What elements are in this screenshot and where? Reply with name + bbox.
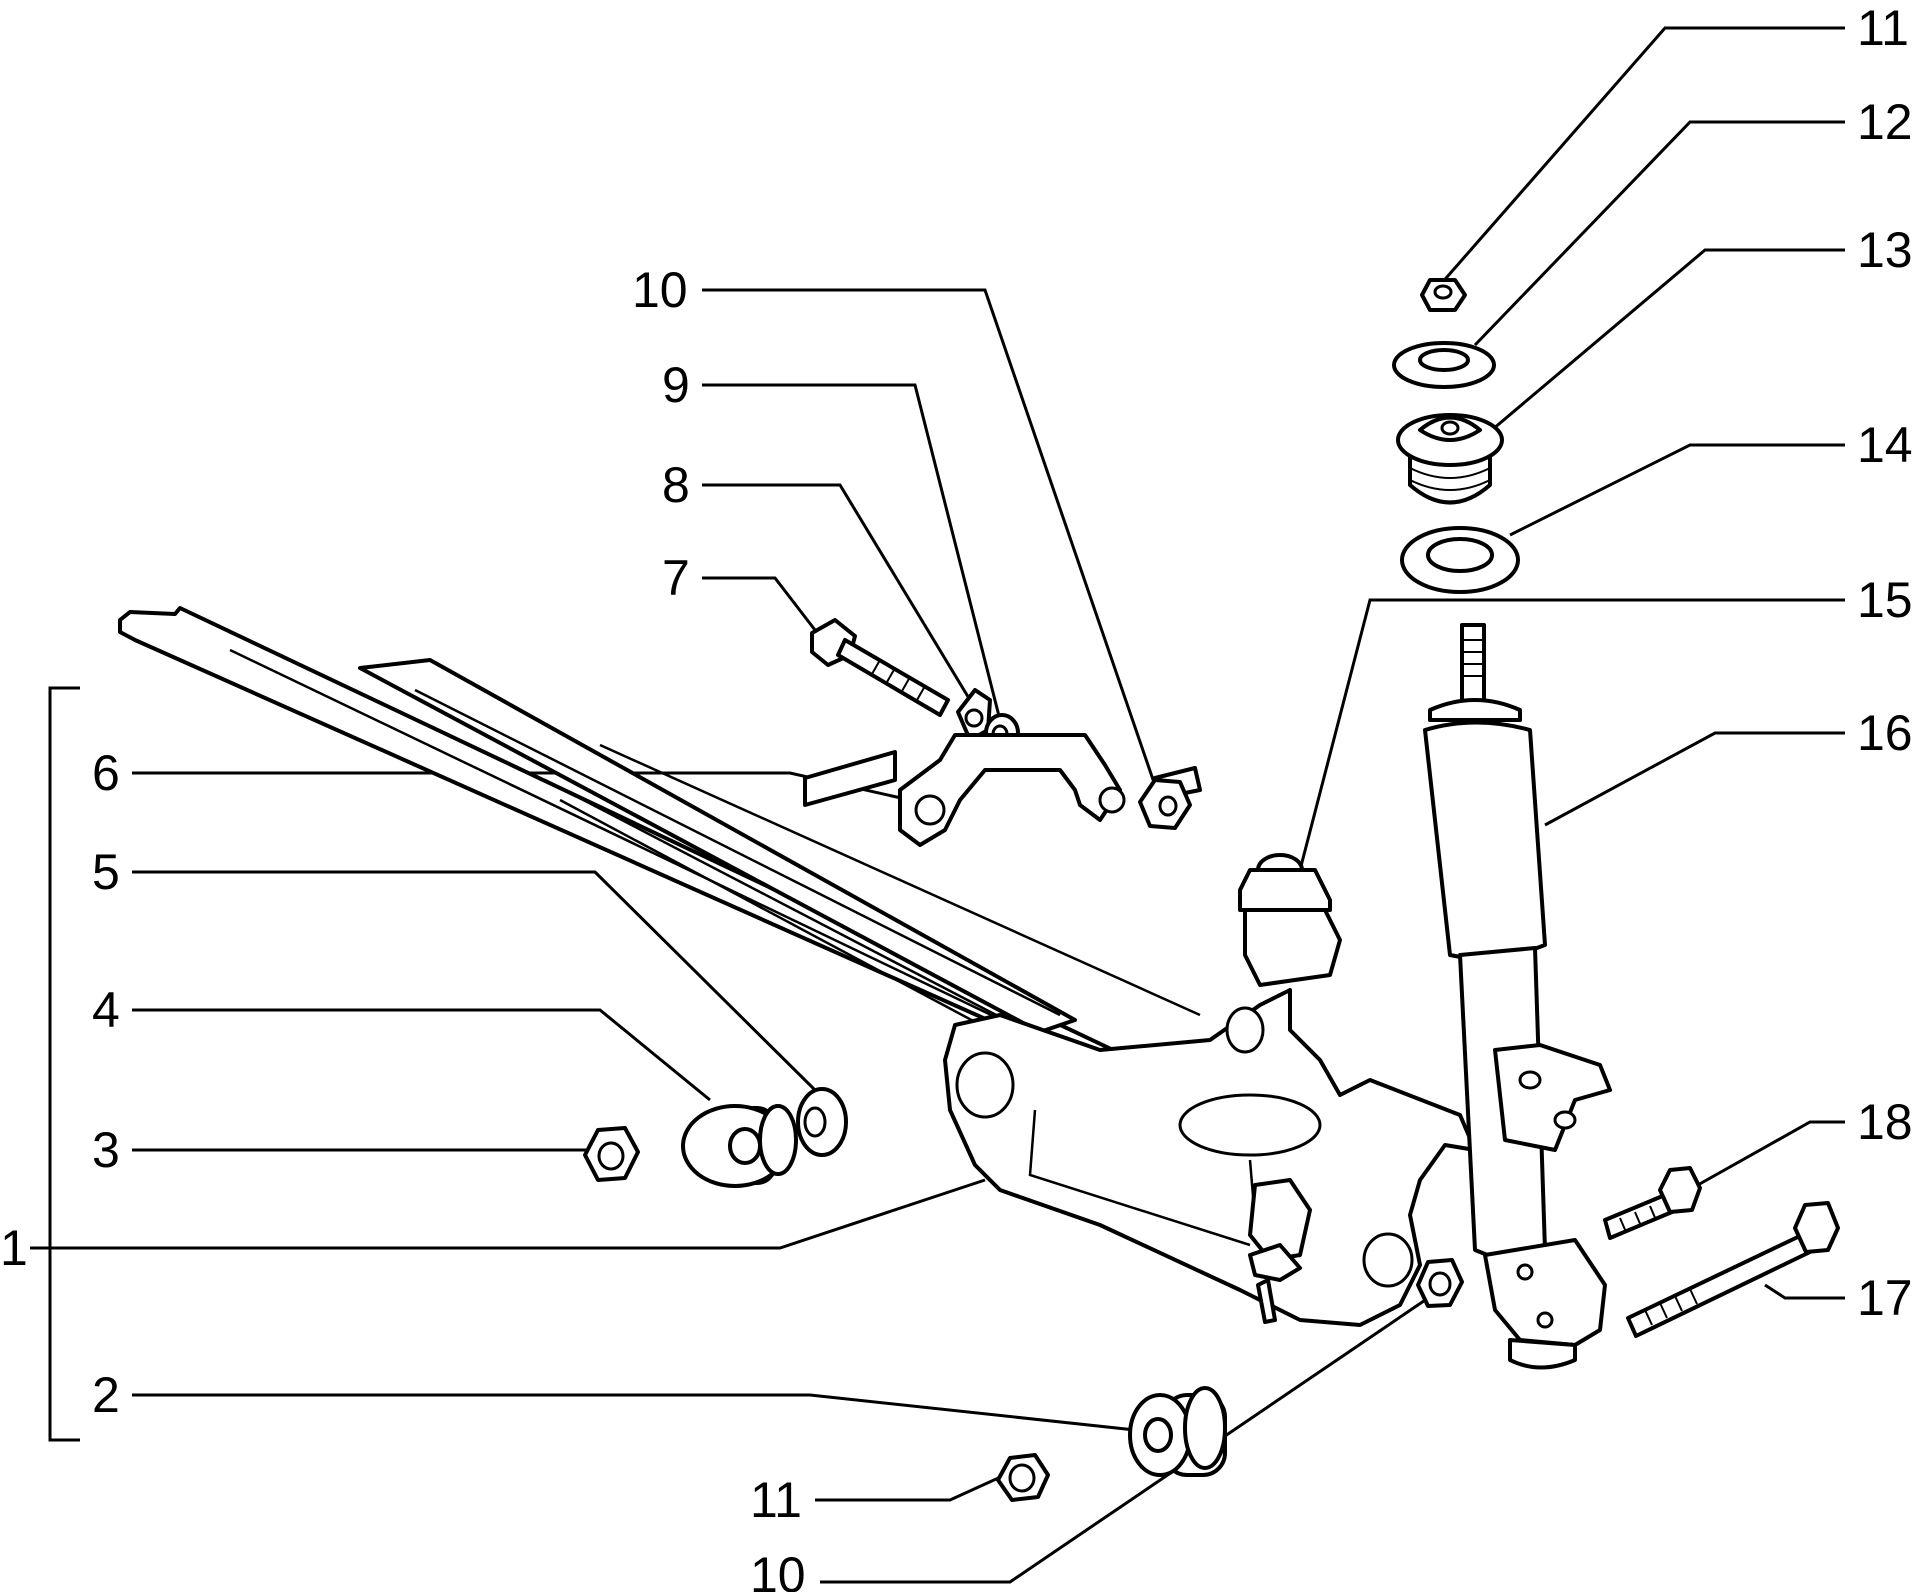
leader-1: [30, 1178, 986, 1250]
leader-15: [1298, 598, 1845, 871]
part-13-top-mount: [1396, 413, 1504, 505]
leader-13: [1479, 248, 1845, 442]
callout-6: 6: [92, 745, 120, 801]
leader-10-top: [702, 288, 1162, 801]
leader-17: [1764, 1283, 1845, 1300]
leader-5: [132, 870, 817, 1092]
leader-2: [132, 1393, 1136, 1432]
leader-16: [1544, 731, 1845, 827]
leader-10-bottom: [820, 1288, 1441, 1584]
part-12-cup-washer: [1392, 341, 1496, 389]
leader-4: [132, 1008, 711, 1102]
callout-11-top: 11: [1857, 0, 1909, 56]
callout-12: 12: [1857, 94, 1913, 150]
callout-15: 15: [1857, 572, 1913, 628]
leader-7: [702, 576, 817, 631]
leader-18: [1679, 1120, 1845, 1197]
part-11-nut-top: [1420, 278, 1467, 312]
leader-14: [1509, 443, 1845, 537]
callout-8: 8: [662, 457, 690, 513]
callout-10-top: 10: [632, 262, 688, 318]
part-7-bolt: [810, 618, 950, 717]
part-17-bolt: [1626, 1201, 1840, 1338]
part-2-bushing: [1128, 1386, 1227, 1477]
leader-11-top: [1438, 26, 1845, 286]
leader-1-bracket: [48, 686, 80, 1442]
part-15-bump-stop: [1238, 853, 1342, 987]
part-6-link: [803, 733, 1202, 847]
callout-1: 1: [0, 1220, 28, 1276]
part-18-bolt: [1603, 1166, 1702, 1240]
leader-11-bottom: [815, 1473, 1006, 1502]
part-1-control-arm: [943, 988, 1477, 1327]
callout-7: 7: [662, 550, 690, 606]
part-11-nut-bottom: [996, 1453, 1050, 1502]
leader-9: [702, 383, 1002, 721]
callout-5: 5: [92, 844, 120, 900]
callout-14: 14: [1857, 417, 1913, 473]
part-4-bushing: [681, 1104, 798, 1188]
callout-16: 16: [1857, 705, 1913, 761]
callout-10-bottom: 10: [750, 1547, 806, 1592]
callout-11-bottom: 11: [750, 1472, 802, 1528]
part-5-washer: [796, 1087, 848, 1157]
leader-12: [1473, 120, 1845, 347]
callout-18: 18: [1857, 1094, 1913, 1150]
leader-8: [702, 483, 972, 701]
leader-6: [132, 771, 911, 802]
part-10-nut-bottom: [1416, 1258, 1464, 1308]
part-14-washer: [1400, 526, 1520, 594]
leaf-spring: [118, 606, 1201, 1072]
callout-9: 9: [662, 357, 690, 413]
callout-4: 4: [92, 982, 120, 1038]
part-16-shock-absorber: [1423, 623, 1612, 1370]
part-3-nut: [583, 1126, 640, 1182]
callout-3: 3: [92, 1122, 120, 1178]
callout-13: 13: [1857, 222, 1913, 278]
callout-17: 17: [1857, 1270, 1913, 1326]
callout-2: 2: [92, 1367, 120, 1423]
leader-lines: [30, 26, 1845, 1584]
part-10-nut-top: [1138, 778, 1192, 830]
